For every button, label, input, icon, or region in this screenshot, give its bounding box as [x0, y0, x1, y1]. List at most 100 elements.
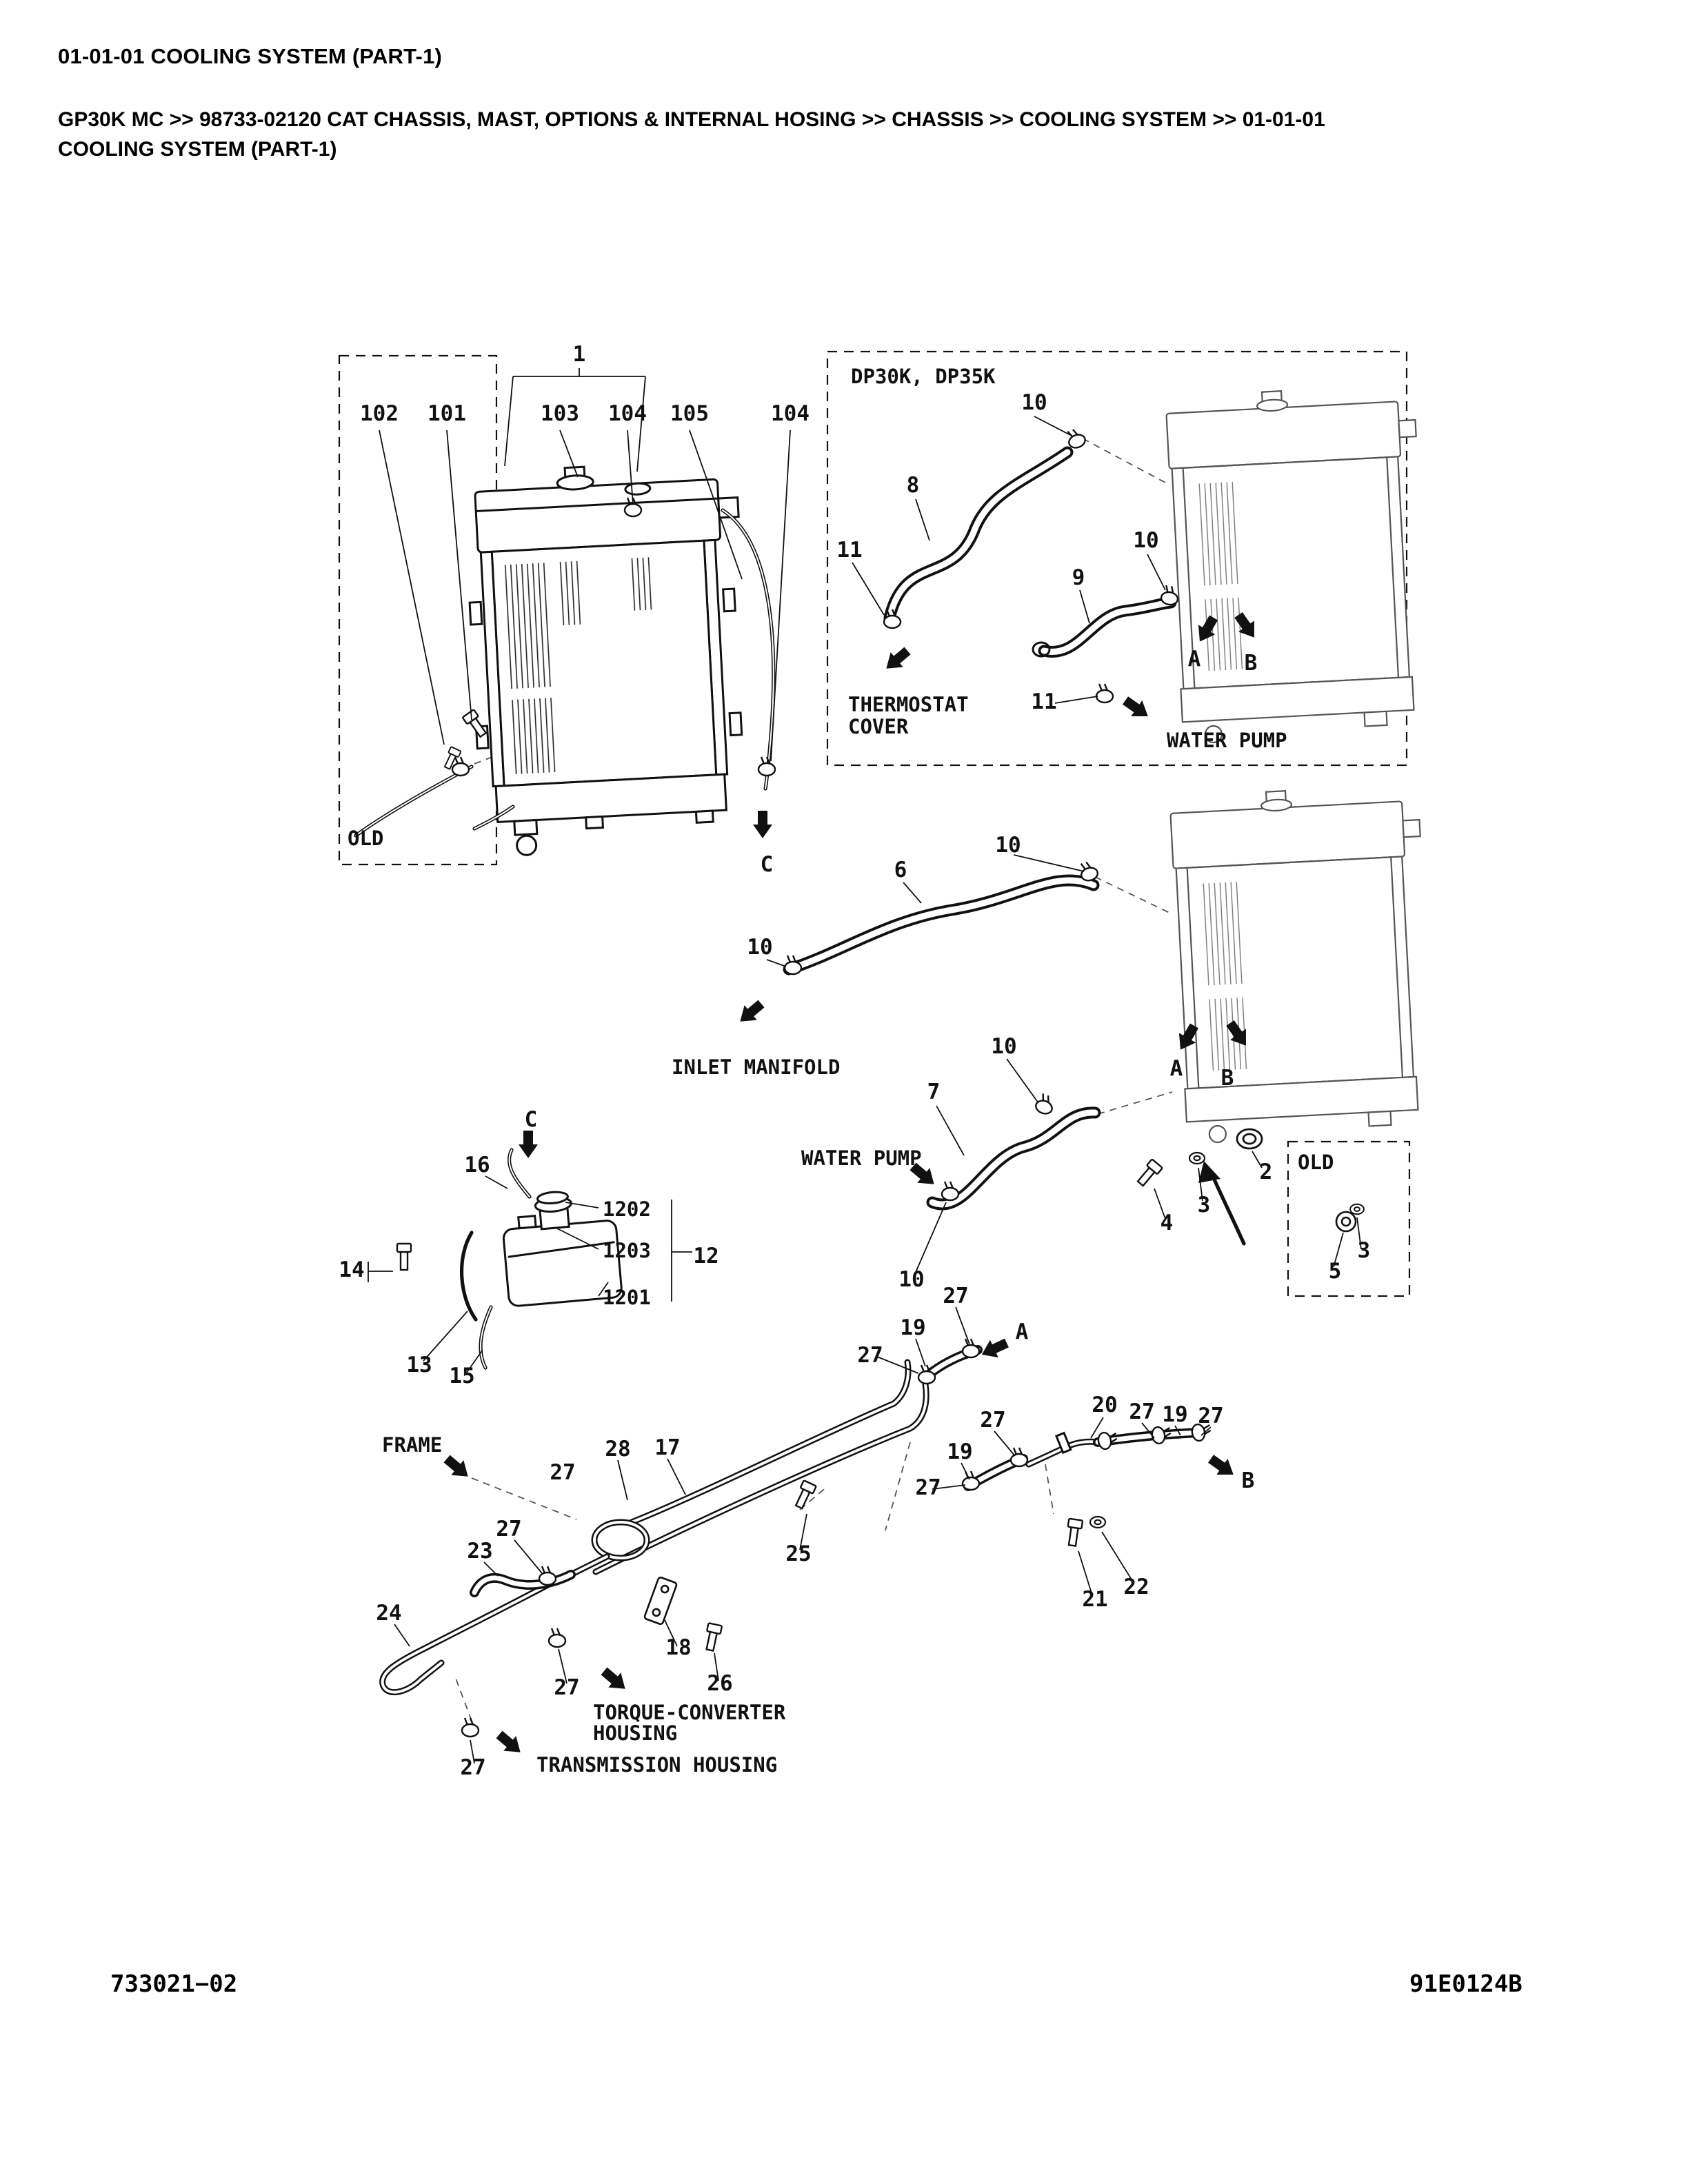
part-callout: 27 [550, 1460, 575, 1485]
part-callout: 9 [1072, 565, 1085, 590]
part-callout: OLD [1298, 1151, 1334, 1174]
bolt-21-icon [1064, 1517, 1084, 1548]
part-callout: 27 [915, 1475, 941, 1500]
part-callout: 28 [605, 1437, 630, 1462]
part-callout: A [1170, 1056, 1183, 1081]
bushing-5-drawing [1335, 1211, 1357, 1233]
part-callout: 3 [1198, 1193, 1211, 1217]
clamp-27-icon [961, 1337, 981, 1359]
part-callout: 3 [1358, 1238, 1371, 1263]
arrow-thermostat-cover-icon [880, 643, 914, 676]
part-callout: 7 [927, 1080, 941, 1104]
part-callout: B [1221, 1066, 1234, 1091]
part-callout: COVER [848, 715, 909, 738]
curved-pointer-arrow [1210, 1173, 1246, 1246]
leader-lines-lower [394, 1306, 1212, 1764]
page-title: 01-01-01 COOLING SYSTEM (PART-1) [58, 44, 443, 68]
clamp-27-icon [1149, 1424, 1174, 1446]
bolt-14-icon [396, 1242, 412, 1271]
clamp-10-icon [1064, 425, 1088, 451]
part-callout: A [1016, 1320, 1029, 1344]
reservoir-tube-16-drawing [507, 1148, 532, 1199]
clamp-27-icon [1096, 1429, 1120, 1451]
part-callout: 27 [943, 1284, 968, 1308]
part-callout: 11 [836, 538, 862, 563]
part-callout: 18 [665, 1635, 691, 1660]
elbow-20-drawing [1025, 1431, 1101, 1468]
clamp-104-icon [757, 756, 776, 777]
arrow-b-icon [1205, 1450, 1239, 1483]
old-grommet-box-outline [1287, 1140, 1411, 1297]
breadcrumb: GP30K MC >> 98733-02120 CAT CHASSIS, MAS… [58, 105, 1602, 164]
part-callout: 14 [339, 1257, 364, 1282]
part-callout: 10 [991, 1034, 1016, 1059]
part-callout: 24 [376, 1601, 401, 1626]
leader-lines-reservoir [368, 1175, 692, 1374]
curved-pointer-arrowhead [1198, 1161, 1220, 1183]
clamp-10-icon [783, 954, 803, 975]
hose-8-drawing [883, 446, 1074, 624]
main-radiator-drawing [468, 465, 743, 856]
part-callout: 5 [1329, 1259, 1342, 1284]
part-callout: 21 [1082, 1587, 1107, 1612]
bolt-26-icon [702, 1622, 723, 1652]
part-callout: WATER PUMP [1167, 729, 1287, 752]
bracket-18-drawing [643, 1576, 678, 1626]
part-callout: 6 [894, 858, 907, 882]
part-callout: 4 [1160, 1211, 1174, 1235]
clamp-10-icon [1033, 1091, 1057, 1117]
part-callout: 16 [464, 1153, 490, 1177]
old-hose-drawing [354, 765, 474, 838]
leader-lines-inset [852, 416, 1166, 704]
part-callout: TORQUE-CONVERTER [593, 1701, 786, 1724]
part-callout: 27 [496, 1517, 521, 1541]
clamp-10-icon [1159, 583, 1181, 607]
arrow-inlet-manifold-icon [734, 996, 767, 1029]
part-callout: 12 [693, 1244, 719, 1268]
washer-22-icon [1089, 1515, 1107, 1529]
part-callout: 27 [1129, 1399, 1154, 1424]
part-callout: 11 [1031, 689, 1056, 714]
radiator-ghost-inset [1165, 383, 1433, 745]
pipe-28-drawing [567, 1359, 912, 1578]
pipe-17-drawing [592, 1381, 930, 1575]
part-callout: 13 [406, 1353, 432, 1377]
hose-9-drawing [1032, 596, 1177, 658]
part-callout: 19 [1162, 1402, 1187, 1427]
part-callout: 27 [460, 1755, 485, 1780]
radiator-stub-drawing [472, 805, 515, 831]
part-callout: 8 [907, 473, 920, 498]
part-callout: 10 [898, 1267, 924, 1292]
part-callout: 103 [541, 401, 579, 426]
part-callout: THERMOSTAT [848, 693, 969, 716]
reservoir-tube-15-drawing [479, 1305, 493, 1370]
figure-code: 91E0124B [1409, 1970, 1523, 1998]
part-callout: 104 [608, 401, 647, 426]
part-callout: HOUSING [593, 1721, 677, 1745]
part-callout: FRAME [382, 1433, 442, 1457]
part-callout: 10 [1021, 390, 1047, 415]
clamp-old-icon [451, 756, 470, 777]
dp30k-variant-box-outline [826, 350, 1408, 767]
part-callout: 19 [947, 1439, 972, 1464]
pipe-24-drawing [379, 1579, 555, 1696]
part-callout: 15 [449, 1364, 474, 1388]
radiator-ghost-main [1169, 783, 1437, 1145]
arrow-a-icon [977, 1334, 1011, 1364]
part-callout: 1203 [603, 1239, 651, 1262]
part-callout: 25 [785, 1541, 811, 1566]
washer-3-old-icon [1349, 1203, 1365, 1215]
overflow-tube-drawing [721, 508, 776, 791]
part-callout: C [525, 1107, 538, 1132]
part-callout: 1201 [603, 1286, 651, 1309]
washer-3-icon [1188, 1151, 1206, 1165]
direction-arrows [441, 609, 1263, 1760]
hose-7-drawing [926, 1106, 1101, 1211]
part-callout: A [1188, 647, 1201, 671]
part-callout: 105 [670, 401, 709, 426]
part-callout: INLET MANIFOLD [672, 1055, 840, 1079]
bolt-4-icon [1134, 1158, 1164, 1189]
part-callout: 27 [857, 1343, 883, 1368]
